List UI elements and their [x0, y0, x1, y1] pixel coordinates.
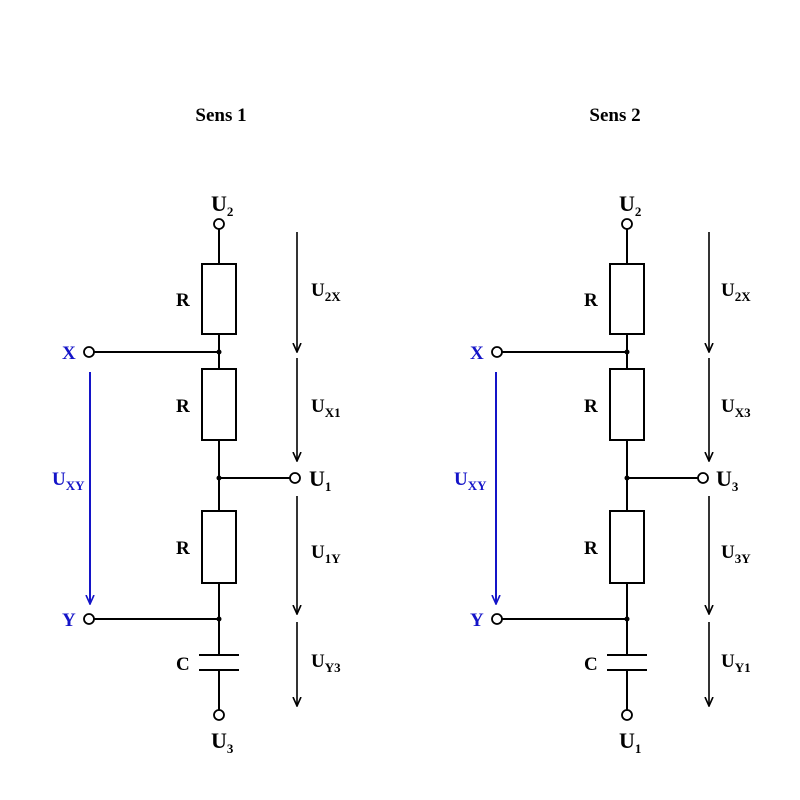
capacitor-label: C — [176, 654, 190, 675]
junction-dot — [216, 349, 222, 355]
resistor-2 — [201, 368, 237, 441]
voltage-label: U1Y — [311, 542, 341, 566]
resistor-3 — [609, 510, 645, 584]
resistor-label: R — [176, 396, 190, 417]
resistor-1 — [609, 263, 645, 335]
node-label-bottom: U3 — [211, 728, 234, 756]
voltage-label: UX1 — [311, 396, 341, 420]
resistor-label: R — [176, 538, 190, 559]
voltage-label: UY1 — [721, 651, 751, 675]
node-label-mid: U3 — [716, 466, 739, 494]
terminal-y — [491, 613, 503, 625]
input-y-label: Y — [62, 610, 76, 631]
junction-dot — [216, 475, 222, 481]
node-label-mid: U1 — [309, 466, 331, 494]
uxy-label: UXY — [52, 469, 85, 493]
terminal-top — [621, 218, 633, 230]
terminal-x — [491, 346, 503, 358]
resistor-label: R — [584, 396, 598, 417]
panel-title: Sens 1 — [195, 105, 246, 126]
terminal-top — [213, 218, 225, 230]
terminal-bottom — [621, 709, 633, 721]
voltage-label: U2X — [311, 280, 341, 304]
voltage-label: U3Y — [721, 542, 751, 566]
resistor-1 — [201, 263, 237, 335]
capacitor-label: C — [584, 654, 598, 675]
junction-dot — [624, 616, 630, 622]
resistor-label: R — [584, 538, 598, 559]
input-x-label: X — [470, 343, 484, 364]
terminal-y — [83, 613, 95, 625]
resistor-label: R — [584, 290, 598, 311]
node-label-top: U2 — [211, 191, 233, 219]
panel-title: Sens 2 — [589, 105, 640, 126]
terminal-mid — [289, 472, 301, 484]
voltage-label: UY3 — [311, 651, 341, 675]
panel-sens-2: Sens 2 U2 U1 U3 X Y R R R C UXY — [454, 105, 751, 756]
panel-sens-1: Sens 1 U2 U3 U1 X Y R R R — [52, 105, 341, 756]
resistor-3 — [201, 510, 237, 584]
terminal-x — [83, 346, 95, 358]
junction-dot — [624, 349, 630, 355]
terminal-bottom — [213, 709, 225, 721]
input-y-label: Y — [470, 610, 484, 631]
terminal-mid — [697, 472, 709, 484]
resistor-2 — [609, 368, 645, 441]
input-x-label: X — [62, 343, 76, 364]
node-label-bottom: U1 — [619, 728, 641, 756]
junction-dot — [624, 475, 630, 481]
voltage-label: UX3 — [721, 396, 751, 420]
voltage-label: U2X — [721, 280, 751, 304]
resistor-label: R — [176, 290, 190, 311]
uxy-label: UXY — [454, 469, 487, 493]
node-label-top: U2 — [619, 191, 641, 219]
junction-dot — [216, 616, 222, 622]
